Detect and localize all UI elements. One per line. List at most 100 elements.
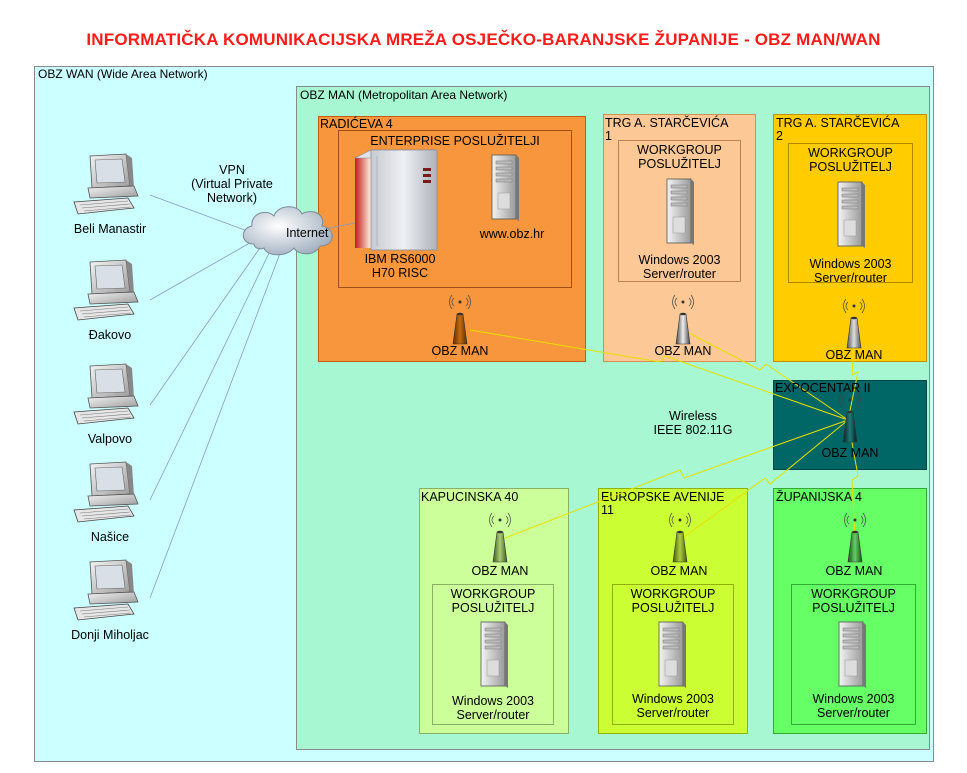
- kapucinska-os-label-line2: Server/router: [456, 708, 530, 722]
- site-trg-2-title-line2: 2: [776, 129, 783, 143]
- site-kapucinska: [419, 488, 569, 734]
- ibm-label: IBM RS6000 H70 RISC: [340, 252, 460, 280]
- trg-2-server-group: [788, 143, 913, 283]
- vpn-label: VPN (Virtual Private Network): [172, 163, 292, 205]
- trg-1-server-label-line1: WORKGROUP: [637, 143, 722, 157]
- zupanijska-os-label-line2: Server/router: [817, 706, 890, 720]
- wireless-label-line1: Wireless: [669, 409, 717, 423]
- europske-man-label: OBZ MAN: [650, 564, 708, 578]
- trg-1-server-group: [618, 140, 741, 282]
- desktop-pc-icon: [70, 362, 154, 430]
- europske-os-label-line2: Server/router: [636, 706, 710, 720]
- enterprise-servers-label: ENTERPRISE POSLUŽITELJI: [370, 134, 540, 148]
- zupanijska-man-label: OBZ MAN: [825, 564, 883, 578]
- europske-antenna-icon: [668, 510, 692, 564]
- kapucinska-server-label-line2: POSLUŽITELJ: [451, 601, 535, 615]
- zupanijska-server-label: WORKGROUP POSLUŽITELJ: [791, 587, 916, 615]
- trg-2-os-label-line1: Windows 2003: [809, 257, 892, 271]
- site-europske-title: EUROPSKE AVENIJE 11: [601, 491, 724, 517]
- expo-antenna-icon: [838, 390, 862, 444]
- site-zupanijska-title: ŽUPANIJSKA 4: [776, 490, 862, 504]
- trg-1-server-icon: [665, 177, 695, 247]
- kapucinska-os-label: Windows 2003 Server/router: [432, 694, 554, 722]
- diagram-title: INFORMATIČKA KOMUNIKACIJSKA MREŽA OSJEČK…: [86, 30, 881, 49]
- trg-1-os-label-line2: Server/router: [643, 267, 716, 281]
- ibm-rs6000-server: [355, 148, 445, 256]
- trg-2-antenna-icon: [842, 296, 866, 350]
- desktop-pc-icon: [70, 258, 154, 326]
- internet-label: Internet: [286, 226, 329, 240]
- remote-site-label: Đakovo: [88, 328, 132, 342]
- site-trg-1-title-line2: 1: [605, 129, 612, 143]
- vpn-label-line3: Network): [206, 191, 257, 205]
- enterprise-servers-group: [338, 130, 572, 288]
- cloud-icon: [242, 206, 333, 256]
- vpn-label-line2: (Virtual Private: [191, 177, 273, 191]
- desktop-pc-icon: [70, 152, 154, 220]
- trg-2-server-label-line1: WORKGROUP: [808, 146, 893, 160]
- site-radiceva-title: RADIĆEVA 4: [320, 117, 393, 131]
- europske-server-label: WORKGROUP POSLUŽITELJ: [612, 587, 734, 615]
- trg-2-man-label: OBZ MAN: [825, 348, 883, 362]
- kapucinska-server-icon: [479, 620, 509, 690]
- zupanijska-os-label: Windows 2003 Server/router: [791, 692, 916, 720]
- europske-os-label: Windows 2003 Server/router: [612, 692, 734, 720]
- kapucinska-server-label: WORKGROUP POSLUŽITELJ: [432, 587, 554, 615]
- europske-server-label-line1: WORKGROUP: [630, 587, 716, 601]
- radiceva-man-label: OBZ MAN: [431, 344, 489, 358]
- vpn-links: [149, 194, 361, 599]
- europske-server-group: [612, 584, 734, 725]
- trg-1-server-label: WORKGROUP POSLUŽITELJ: [618, 143, 741, 171]
- site-trg-1-title: TRG A. STARČEVIĆA 1: [605, 117, 728, 143]
- trg-1-os-label-line1: Windows 2003: [638, 253, 721, 267]
- europske-server-icon: [657, 620, 687, 690]
- kapucinska-man-label: OBZ MAN: [471, 564, 529, 578]
- zupanijska-os-label-line1: Windows 2003: [812, 692, 895, 706]
- zupanijska-server-label-line2: POSLUŽITELJ: [812, 601, 895, 615]
- expo-man-label: OBZ MAN: [821, 446, 879, 460]
- site-zupanijska: [773, 488, 927, 734]
- zupanijska-server-icon: [837, 620, 867, 690]
- site-trg-2-title-line1: TRG A. STARČEVIĆA: [776, 116, 900, 130]
- site-europske-title-line2: 11: [601, 503, 614, 517]
- trg-2-server-icon: [836, 180, 866, 250]
- ibm-label-line1: IBM RS6000: [364, 252, 436, 266]
- zupanijska-server-label-line1: WORKGROUP: [811, 587, 896, 601]
- desktop-pc-icon: [70, 460, 154, 528]
- site-trg-2-title: TRG A. STARČEVIĆA 2: [776, 117, 899, 143]
- remote-site-label: Donji Miholjac: [71, 628, 149, 642]
- trg-1-os-label: Windows 2003 Server/router: [618, 253, 741, 281]
- remote-site-label: Valpovo: [87, 432, 133, 446]
- www-server-icon: [490, 153, 520, 223]
- trg-2-os-label-line2: Server/router: [814, 271, 887, 285]
- site-expocentar-title: EXPOCENTAR II: [775, 381, 871, 395]
- internet-cloud: [236, 198, 340, 260]
- ibm-label-line2: H70 RISC: [371, 266, 429, 280]
- europske-server-label-line2: POSLUŽITELJ: [631, 601, 715, 615]
- site-trg-1-title-line1: TRG A. STARČEVIĆA: [605, 116, 729, 130]
- wireless-label-line2: IEEE 802.11G: [653, 423, 733, 437]
- zupanijska-server-group: [791, 584, 916, 725]
- radiceva-antenna-icon: [448, 292, 472, 346]
- trg-1-antenna-icon: [671, 292, 695, 346]
- remote-site-label: Našice: [90, 530, 130, 544]
- desktop-pc-icon: [70, 558, 154, 626]
- kapucinska-antenna-icon: [488, 510, 512, 564]
- wireless-label: Wireless IEEE 802.11G: [628, 409, 758, 437]
- trg-1-server-label-line2: POSLUŽITELJ: [638, 157, 721, 171]
- wireless-links: [469, 329, 859, 541]
- trg-2-os-label: Windows 2003 Server/router: [788, 257, 913, 285]
- site-kapucinska-title: KAPUCINSKA 40: [421, 490, 519, 504]
- wan-label: OBZ WAN (Wide Area Network): [38, 67, 208, 81]
- zupanijska-antenna-icon: [843, 510, 867, 564]
- europske-os-label-line1: Windows 2003: [632, 692, 714, 706]
- trg-2-server-label-line2: POSLUŽITELJ: [809, 160, 892, 174]
- trg-2-server-label: WORKGROUP POSLUŽITELJ: [788, 146, 913, 174]
- kapucinska-server-group: [432, 584, 554, 725]
- trg-1-man-label: OBZ MAN: [654, 344, 712, 358]
- remote-site-label: Beli Manastir: [73, 222, 147, 236]
- kapucinska-os-label-line1: Windows 2003: [452, 694, 534, 708]
- man-label: OBZ MAN (Metropolitan Area Network): [300, 88, 508, 102]
- ibm-server-icon: [355, 149, 438, 251]
